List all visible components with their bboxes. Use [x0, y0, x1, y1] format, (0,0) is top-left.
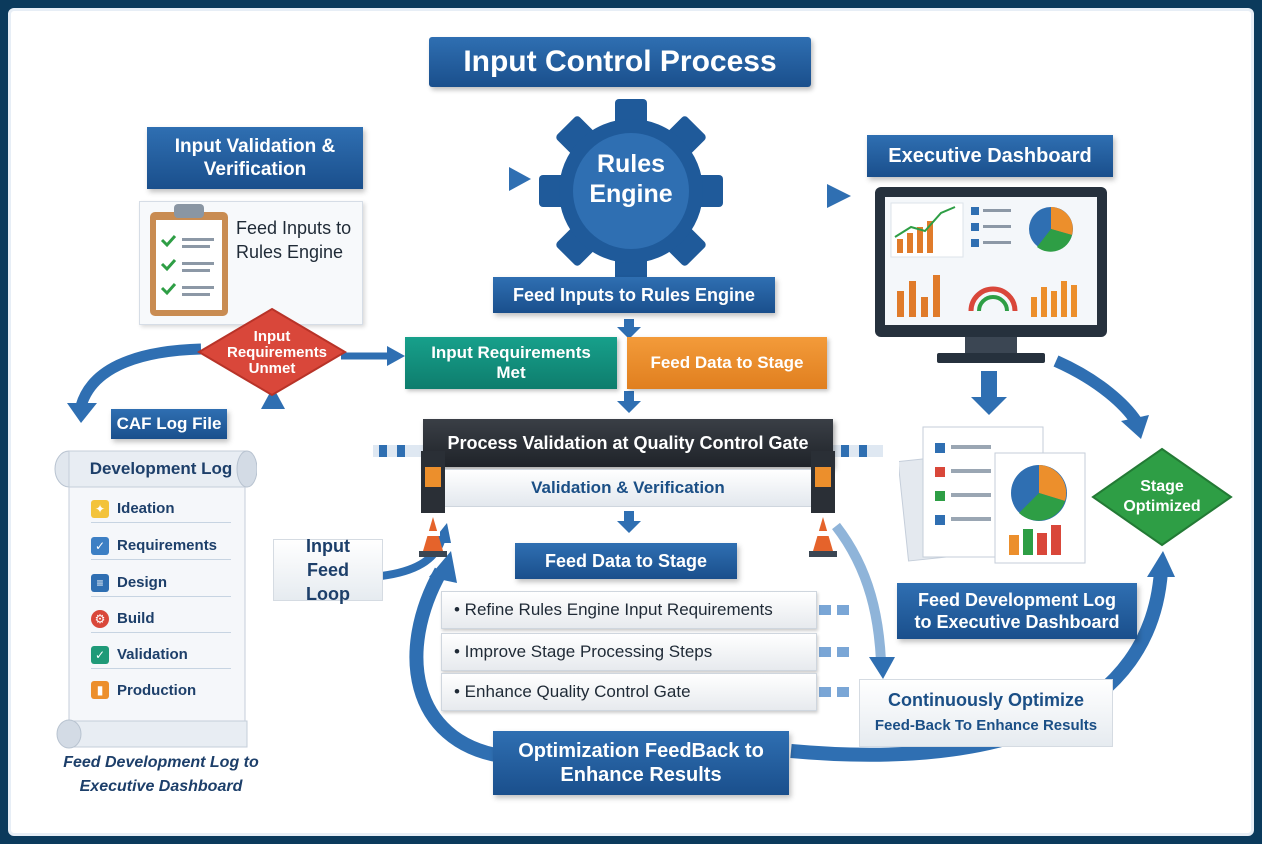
development-log-caption: Feed Development Log to Executive Dashbo…: [63, 754, 259, 795]
arrow-down-3: [617, 511, 641, 533]
improvement-row: • Improve Stage Processing Steps: [441, 633, 817, 671]
improvement-row: • Refine Rules Engine Input Requirements: [441, 591, 817, 629]
requirements-met-box: Input Requirements Met: [405, 337, 617, 389]
left-gate-post-icon: [419, 451, 447, 557]
rules-engine-label: Rules Engine: [589, 150, 673, 208]
gear-icon: ⚙: [91, 609, 109, 628]
stage-optimized-diamond-shape: [1091, 447, 1233, 547]
input-validation-bullet: Feed Inputs to Rules Engine: [236, 218, 352, 262]
diagram-frame: Input Control Process Input Validation &…: [8, 8, 1254, 836]
dashboard-monitor-icon: [875, 187, 1107, 363]
improvement-row: • Enhance Quality Control Gate: [441, 673, 817, 711]
document-icon: ≡: [91, 573, 109, 592]
log-item-requirements: ✓ Requirements: [91, 532, 231, 560]
dashed-connectors: [819, 605, 849, 697]
rules-engine-sub-banner: Feed Inputs to Rules Engine: [493, 277, 775, 313]
continuous-optimize-box: Continuously Optimize Feed-Back To Enhan…: [859, 679, 1113, 747]
gate-stripes: [373, 445, 883, 457]
checkmark-icon: ✓: [91, 645, 109, 664]
optimization-feedback-banner: Optimization FeedBack to Enhance Results: [493, 731, 789, 795]
unmet-label: Input Requirements Unmet: [227, 328, 328, 377]
log-item-design: ≡ Design: [91, 569, 231, 597]
checklist-icon: ✓: [91, 536, 109, 555]
continuous-optimize-sub: Feed-Back To Enhance Results: [874, 717, 1098, 734]
gate-top-bar: Process Validation at Quality Control Ga…: [423, 419, 833, 467]
rules-engine-gear-icon: [539, 99, 723, 283]
feed-data-stage-blue-banner: Feed Data to Stage: [515, 543, 737, 579]
continuous-optimize-title: Continuously Optimize: [888, 690, 1084, 710]
arrow-unmet-to-caf: [75, 343, 202, 408]
input-feed-loop-box: Input Feed Loop: [273, 536, 383, 604]
feed-data-stage-orange-box: Feed Data to Stage: [627, 337, 827, 389]
page-title: Input Control Process: [429, 37, 811, 87]
arrow-dashboard-down: [971, 371, 1007, 415]
unmet-diamond-shape: [197, 307, 347, 397]
arrow-dashboard-to-stage: [1053, 355, 1141, 425]
development-log-title: Development Log: [89, 459, 233, 478]
reports-stack-icon: [899, 426, 1086, 564]
feed-dev-log-right-banner: Feed Development Log to Executive Dashbo…: [897, 583, 1137, 639]
gate-sub-bar: Validation & Verification: [441, 469, 815, 507]
stage-optimized-label: Stage Optimized: [1123, 478, 1201, 515]
development-log-scroll-icon: [54, 450, 257, 749]
clipboard-icon: [150, 204, 228, 316]
arrow-down-1: [617, 319, 641, 339]
arrow-optimization-loop-left: [409, 567, 503, 763]
clipboard-card: Feed Inputs to Rules Engine: [139, 201, 363, 325]
log-item-build: ⚙ Build: [91, 605, 231, 633]
factory-icon: ▮: [91, 681, 109, 699]
log-item-production: ▮ Production: [91, 676, 231, 704]
log-item-validation: ✓ Validation: [91, 641, 231, 669]
log-item-ideation: ✦ Ideation: [91, 495, 231, 523]
arrow-down-2: [617, 391, 641, 413]
arrow-gate-to-continuous: [832, 522, 886, 662]
lightbulb-icon: ✦: [91, 499, 109, 518]
input-validation-banner: Input Validation & Verification: [147, 127, 363, 189]
input-validation-label: Input Validation & Verification: [174, 136, 336, 180]
arrow-unmet-to-met: [387, 346, 405, 366]
caf-log-banner: CAF Log File: [111, 409, 227, 439]
right-gate-post-icon: [809, 451, 837, 557]
executive-dashboard-banner: Executive Dashboard: [867, 135, 1113, 177]
